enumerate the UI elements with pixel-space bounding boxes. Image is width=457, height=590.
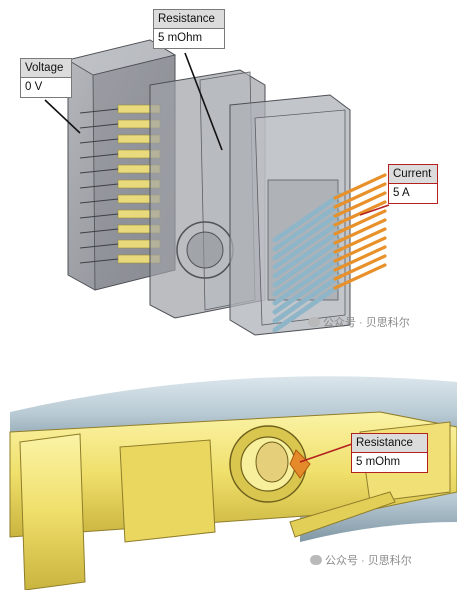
wire [272,255,343,306]
terminal-lead [79,123,119,129]
contact-pin [333,191,387,218]
contact-pins [333,173,387,290]
contact-pin [333,245,387,272]
terminal-lead [79,213,119,219]
voltage-leader-line [44,99,81,134]
wire [272,210,343,261]
resistance-bottom-label: Resistance [352,434,427,453]
terminal-closeup-view: Resistance 5 mOhm 公众号 · 贝思科尔 [0,372,457,590]
current-callout: Current 5 A [388,164,438,204]
wechat-icon [310,555,322,565]
wire [272,246,343,297]
contact-pin [333,254,387,281]
connector-assembly-view: Voltage 0 V Resistance 5 mOhm Current 5 … [20,9,438,336]
watermark-top: 公众号 · 贝思科尔 [308,314,410,330]
terminal-lead [79,228,119,234]
wechat-icon [308,317,320,327]
terminal-lead [79,138,119,144]
resistance-bottom-leader-line [299,443,353,463]
watermark-bottom-text: 公众号 · 贝思科尔 [325,555,412,567]
current-value: 5 A [393,187,410,199]
contact-pin [333,200,387,227]
connector-drawing [44,39,390,336]
resistance-top-label: Resistance [154,10,224,29]
wire [272,228,343,279]
current-leader-line [359,204,390,216]
terminal-lead [79,198,119,204]
terminal-lead [79,243,119,249]
wire [272,237,343,288]
contact-pin [333,209,387,236]
contact-pin [333,227,387,254]
terminal-lead [79,168,119,174]
terminal-lead [79,153,119,159]
wire [272,282,343,333]
contact-point [229,425,311,503]
wire [272,273,343,324]
terminal-rows [79,104,161,264]
wire [272,192,343,243]
resistance-leader-line [184,52,223,151]
watermark-top-text: 公众号 · 贝思科尔 [323,317,410,329]
wire [272,201,343,252]
voltage-value: 0 V [25,81,43,93]
wire-bundle [272,192,343,333]
terminal-closeup-drawing [9,376,457,590]
terminal-lead [79,183,119,189]
resistance-callout-bottom: Resistance 5 mOhm [351,433,428,473]
wire [272,264,343,315]
watermark-bottom: 公众号 · 贝思科尔 [310,552,412,568]
voltage-callout: Voltage 0 V [20,58,72,98]
contact-pin [333,263,387,290]
wire [272,219,343,270]
current-label: Current [389,165,437,184]
terminal-lead [79,108,119,114]
resistance-top-value: 5 mOhm [158,32,203,44]
resistance-bottom-value: 5 mOhm [356,456,401,468]
contact-pin [333,236,387,263]
contact-pin [333,182,387,209]
resistance-callout-top: Resistance 5 mOhm [153,9,225,49]
voltage-label: Voltage [21,59,71,78]
terminal-lead [79,258,119,264]
contact-pin [333,218,387,245]
contact-pin [333,173,387,200]
